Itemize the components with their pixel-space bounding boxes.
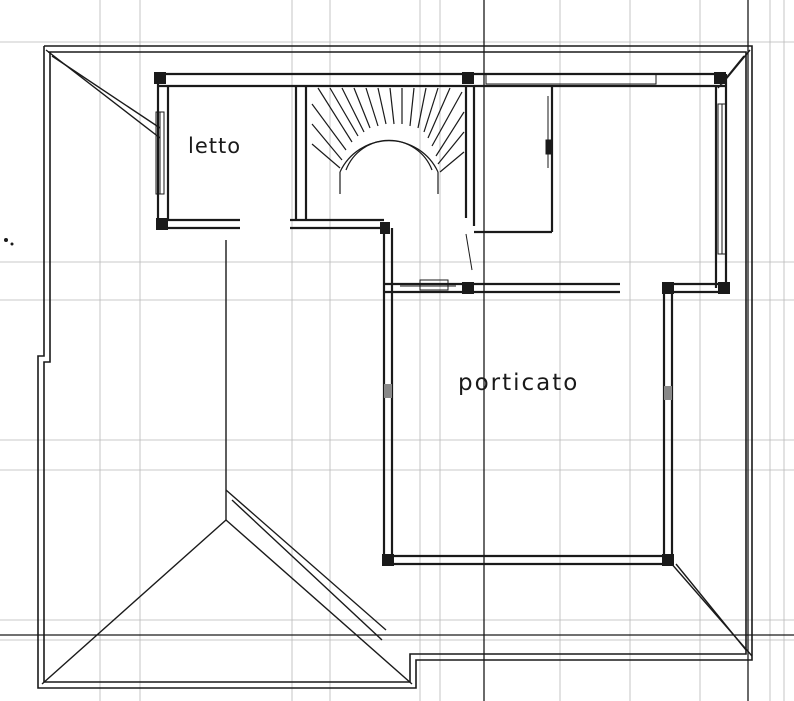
columns [154,72,730,566]
room-label-porticato: porticato [458,370,580,396]
edge-mark [4,238,14,246]
room-label-letto: letto [188,134,242,158]
landing-details [400,96,553,291]
windows [155,73,727,255]
roof-hips [41,49,753,685]
spiral-staircase [311,87,465,194]
